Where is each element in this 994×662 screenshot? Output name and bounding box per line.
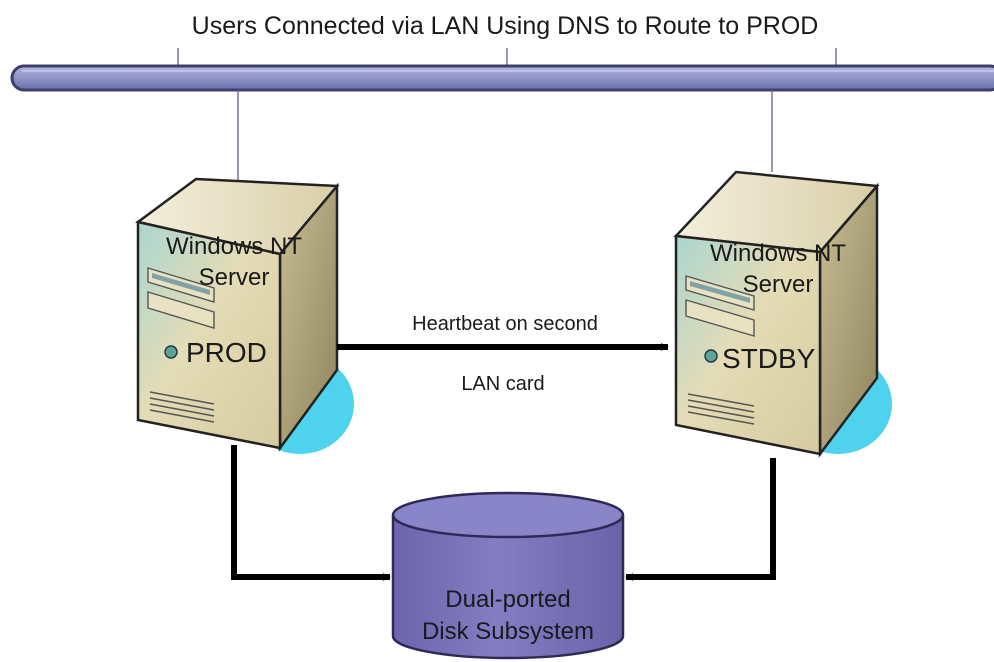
disk-body [391, 515, 625, 660]
drive-bay-icon [685, 275, 755, 337]
drive-bay-icon [147, 267, 215, 329]
heartbeat-label-line1: Heartbeat on second [412, 313, 598, 335]
disk-label-line2: Disk Subsystem [422, 618, 594, 645]
server-os-line1: Windows NT [166, 233, 302, 260]
diagram-title: Users Connected via LAN Using DNS to Rou… [192, 12, 819, 40]
server-name: STDBY [722, 343, 816, 374]
server-os-line2: Server [199, 264, 270, 291]
server-os-line2: Server [743, 271, 814, 298]
server-os-line1: Windows NT [710, 240, 846, 267]
vent-icon [149, 391, 215, 423]
prod-to-disk-connector [231, 445, 391, 581]
server-prod: Windows NT Server PROD [135, 177, 354, 454]
power-led-icon [164, 345, 178, 359]
heartbeat-label-line2: LAN card [461, 373, 544, 395]
disk-label-line1: Dual-ported [445, 586, 570, 613]
lan-bus [10, 48, 994, 92]
stdby-to-disk-connector [625, 458, 776, 581]
server-name: PROD [186, 337, 267, 368]
vent-icon [687, 393, 755, 425]
power-led-icon [704, 349, 718, 363]
server-stdby: Windows NT Server STDBY [673, 170, 892, 458]
disk-top [391, 491, 625, 539]
disk-subsystem: Dual-ported Disk Subsystem [391, 491, 625, 660]
